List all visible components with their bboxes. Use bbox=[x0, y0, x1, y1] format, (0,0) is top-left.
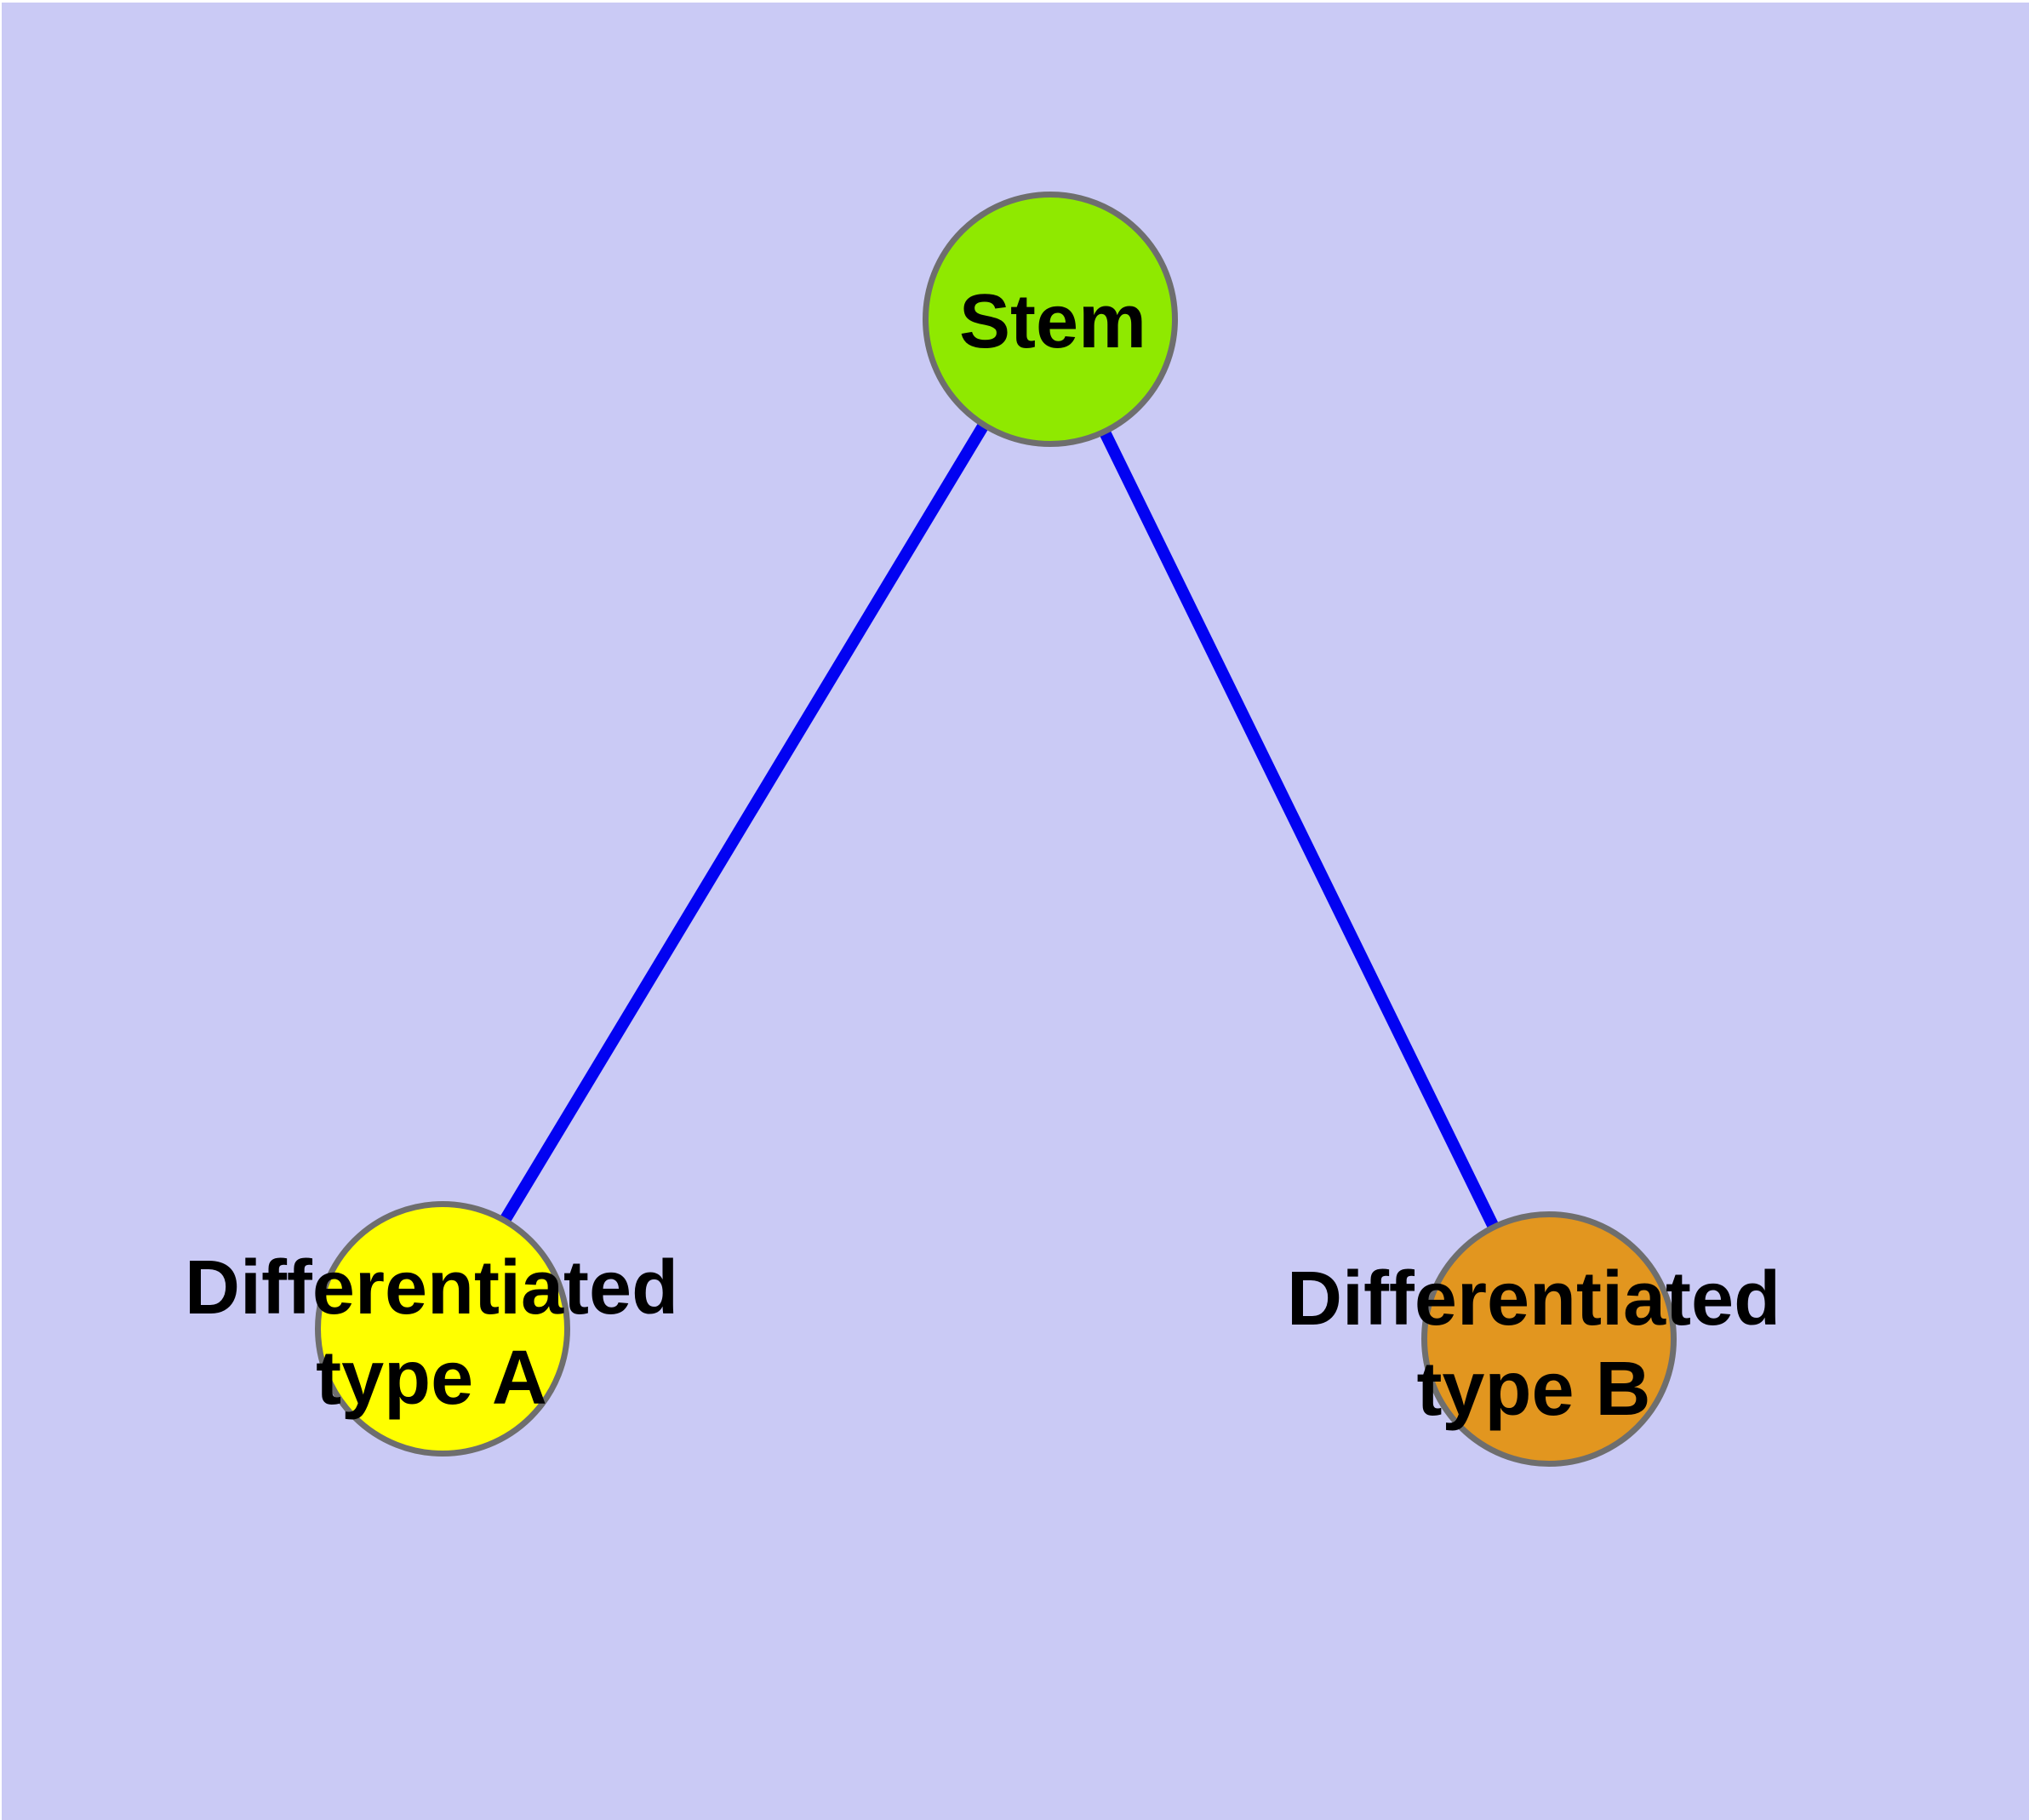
differentiated-type-b-node-circle bbox=[1421, 1211, 1677, 1467]
stem-node-label-text: Stem bbox=[958, 279, 1147, 364]
differentiated-type-b-label-line-2: type B bbox=[1416, 1347, 1651, 1432]
differentiated-type-a-label-line-2: type A bbox=[316, 1336, 547, 1421]
edge-stem-to-type-b bbox=[1043, 314, 1553, 1340]
stem-node-circle bbox=[923, 192, 1178, 447]
differentiated-type-a-node-circle bbox=[315, 1201, 570, 1457]
stem-node-label: Stem bbox=[959, 277, 1146, 367]
edge-stem-to-type-a bbox=[436, 314, 1054, 1330]
differentiated-type-a-label-line-1: Differentiated bbox=[184, 1245, 679, 1331]
differentiated-type-b-node-label: Differentiated type B bbox=[1287, 1254, 1780, 1434]
differentiated-type-b-label-line-1: Differentiated bbox=[1286, 1256, 1781, 1342]
edges-layer bbox=[436, 314, 1553, 1340]
diagram-canvas: Stem Differentiated type A Differentiate… bbox=[2, 3, 2029, 1820]
differentiated-type-a-node-label: Differentiated type A bbox=[185, 1243, 678, 1423]
